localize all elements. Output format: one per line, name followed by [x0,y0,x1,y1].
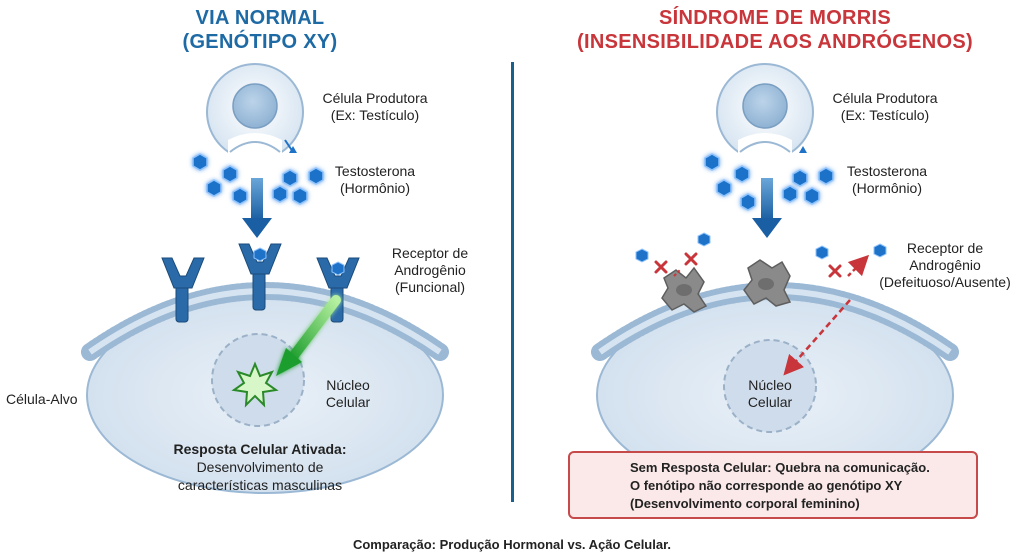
defective-receptor-core [676,284,692,296]
hormone-icon [704,153,720,171]
hormone-icon [635,248,649,263]
left-producer-label: Célula Produtora (Ex: Testículo) [300,90,450,124]
footer-caption: Comparação: Produção Hormonal vs. Ação C… [352,537,672,552]
left-response-bold: Resposta Celular Ativada: [173,441,347,457]
alert-text: Sem Resposta Celular: Quebra na comunica… [630,459,930,513]
right-release-arrowhead-icon [799,146,807,153]
hormone-icon [272,185,288,203]
right-receptor-line1: Receptor de [906,240,984,256]
left-receptor-label: Receptor de Androgênio (Funcional) [375,245,485,296]
right-producer-line1: Célula Produtora [832,90,938,106]
bound-hormone-icon [331,261,345,276]
hormone-icon [697,232,711,247]
right-receptor-line2: Androgênio [909,257,981,273]
right-hormone-line1: Testosterona [846,163,928,179]
left-response-line1: Desenvolvimento de [196,459,324,475]
starburst-icon [231,361,279,408]
hormone-icon [818,167,834,185]
defective-receptor-core [758,278,774,290]
left-receptor [161,257,205,323]
cross-mark-icon [654,260,668,274]
left-receptor-line1: Receptor de [391,245,469,261]
left-nucleus-line1: Núcleo [326,377,370,393]
left-release-arrowhead-icon [289,146,297,153]
cross-mark-icon [684,252,698,266]
right-hormone-label: Testosterona (Hormônio) [832,163,942,197]
hormone-icon [232,187,248,205]
left-nucleus-line2: Celular [325,394,371,410]
hormone-icon [815,245,829,260]
hormone-icon [873,243,887,258]
hormone-icon [206,179,222,197]
no-response-alert: Sem Resposta Celular: Quebra na comunica… [568,451,978,519]
hormone-icon [716,179,732,197]
right-producer-cell [716,63,814,162]
right-title-line2: (INSENSIBILIDADE AOS ANDRÓGENOS) [577,31,973,53]
hormone-icon [308,167,324,185]
left-receptor [238,243,282,311]
left-hormone-line2: (Hormônio) [339,180,410,196]
right-nucleus-label: Núcleo Celular [730,377,810,411]
hormone-icon [222,165,238,183]
dashed-deflect-arrow-icon [847,254,870,277]
right-nucleus-line1: Núcleo [748,377,792,393]
panel-divider [511,62,514,502]
hormone-icon [782,185,798,203]
hormone-icon [734,165,750,183]
left-producer-line1: Célula Produtora [322,90,428,106]
cross-mark-icon [828,264,842,278]
right-receptor-label: Receptor de Androgênio (Defeituoso/Ausen… [870,240,1020,291]
alert-line2: O fenótipo não corresponde ao genótipo X… [630,478,903,493]
left-producer-line2: (Ex: Testículo) [330,107,420,123]
right-down-arrow-icon [752,178,782,238]
hormone-icon [792,169,808,187]
bound-hormone-icon [253,247,267,262]
hormone-icon [192,153,208,171]
left-nucleus-label: Núcleo Celular [308,377,388,411]
left-signal-arrow-icon [276,295,341,376]
right-receptor-line3: (Defeituoso/Ausente) [879,274,1011,290]
left-producer-cell [206,63,304,162]
left-title-line1: VIA NORMAL [195,7,325,29]
left-response-line2: características masculinas [177,477,343,493]
left-hormone-line1: Testosterona [334,163,416,179]
right-panel-title: SÍNDROME DE MORRIS (INSENSIBILIDADE AOS … [540,6,1010,54]
right-nucleus-line2: Celular [747,394,793,410]
dashed-deflect-arrow-icon [673,269,681,277]
left-target-cell-label: Célula-Alvo [6,391,78,407]
left-down-arrow-icon [242,178,272,238]
failed-signal-arrow-icon [783,299,851,376]
hormone-icon [804,187,820,205]
hormone-icon [292,187,308,205]
left-response-text: Resposta Celular Ativada: Desenvolviment… [140,440,380,494]
hormone-icon [740,193,756,211]
left-receptor-line3: (Funcional) [394,279,466,295]
left-receptor-line2: Androgênio [394,262,466,278]
right-producer-line2: (Ex: Testículo) [840,107,930,123]
alert-line1: Sem Resposta Celular: Quebra na comunica… [630,460,930,475]
right-producer-label: Célula Produtora (Ex: Testículo) [810,90,960,124]
left-hormone-cluster [192,153,324,205]
left-title-line2: (GENÓTIPO XY) [182,31,338,53]
alert-line3: (Desenvolvimento corporal feminino) [630,496,860,511]
right-hormone-cluster [704,153,834,211]
left-hormone-label: Testosterona (Hormônio) [320,163,430,197]
right-hormone-line2: (Hormônio) [851,180,922,196]
left-panel-title: VIA NORMAL (GENÓTIPO XY) [110,6,410,54]
right-title-line1: SÍNDROME DE MORRIS [658,7,892,29]
hormone-icon [282,169,298,187]
